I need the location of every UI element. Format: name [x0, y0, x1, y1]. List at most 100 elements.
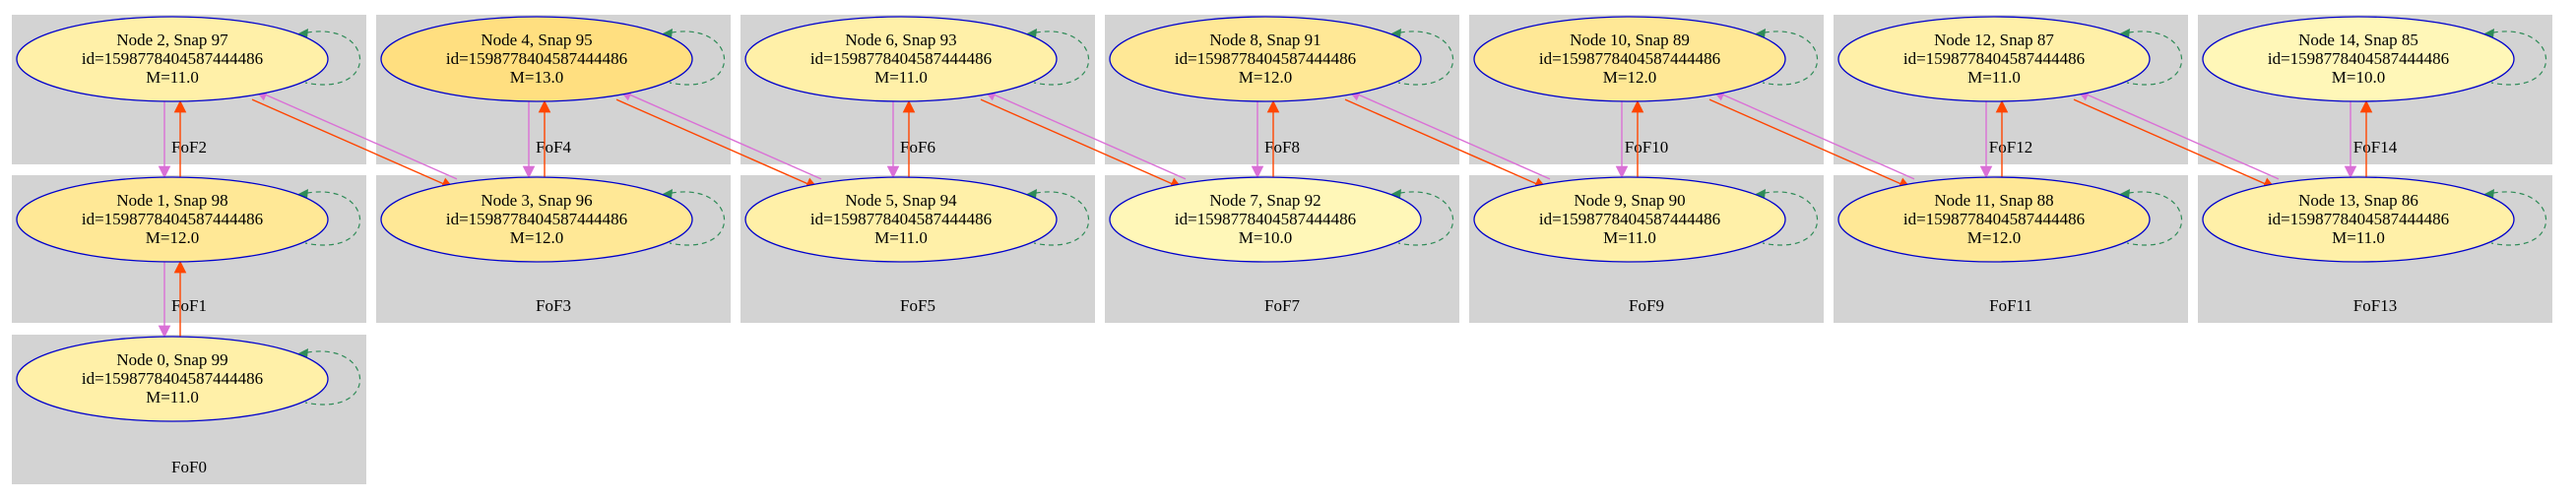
node-label-line1: Node 7, Snap 92 [1209, 191, 1320, 210]
node-label-line2: id=1598778404587444486 [2268, 210, 2449, 228]
node-label-line1: Node 2, Snap 97 [116, 31, 228, 49]
cluster-label: FoF2 [171, 138, 207, 157]
edge-n12-n13 [2073, 98, 2277, 190]
node-2[interactable]: Node 2, Snap 97id=1598778404587444486M=1… [16, 16, 360, 102]
node-6[interactable]: Node 6, Snap 93id=1598778404587444486M=1… [744, 16, 1089, 102]
edge-n8-n9 [1344, 98, 1548, 190]
node-label-line3: M=10.0 [2332, 68, 2385, 87]
node-label-line3: M=11.0 [2332, 228, 2385, 247]
node-ellipse [380, 16, 693, 102]
node-label-line3: M=12.0 [1603, 68, 1656, 87]
self-loop-edge [1026, 31, 1089, 86]
node-label-line1: Node 10, Snap 89 [1570, 31, 1690, 49]
node-label-line3: M=12.0 [1239, 68, 1292, 87]
edge-n2-n3 [251, 98, 455, 190]
self-loop-arrowhead [661, 189, 673, 199]
node-0[interactable]: Node 0, Snap 99id=1598778404587444486M=1… [16, 336, 360, 422]
node-label-line2: id=1598778404587444486 [446, 210, 627, 228]
edge-n7-n6 [983, 89, 1187, 180]
edge-n10-n11 [1708, 98, 1912, 190]
node-4[interactable]: Node 4, Snap 95id=1598778404587444486M=1… [380, 16, 725, 102]
cluster-label: FoF14 [2353, 138, 2398, 157]
self-loop-arrowhead [1025, 189, 1037, 199]
node-12[interactable]: Node 12, Snap 87id=1598778404587444486M=… [1837, 16, 2182, 102]
edge-n11-n10 [1711, 89, 1915, 180]
self-loop-edge [2119, 191, 2182, 246]
node-label-line1: Node 9, Snap 90 [1574, 191, 1685, 210]
self-loop-edge [662, 191, 725, 246]
node-ellipse [16, 336, 329, 422]
node-7[interactable]: Node 7, Snap 92id=1598778404587444486M=1… [1109, 176, 1453, 263]
cluster-label: FoF8 [1264, 138, 1300, 157]
node-3[interactable]: Node 3, Snap 96id=1598778404587444486M=1… [380, 176, 725, 263]
node-label-line1: Node 5, Snap 94 [845, 191, 957, 210]
node-13[interactable]: Node 13, Snap 86id=1598778404587444486M=… [2202, 176, 2546, 263]
self-loop-arrowhead [661, 29, 673, 38]
node-ellipse [1109, 176, 1422, 263]
node-label-line3: M=12.0 [510, 228, 563, 247]
node-label-line2: id=1598778404587444486 [446, 49, 627, 68]
node-8[interactable]: Node 8, Snap 91id=1598778404587444486M=1… [1109, 16, 1453, 102]
edge-n4-n5 [615, 98, 819, 190]
node-9[interactable]: Node 9, Snap 90id=1598778404587444486M=1… [1473, 176, 1818, 263]
node-label-line1: Node 6, Snap 93 [845, 31, 956, 49]
self-loop-edge [1390, 31, 1453, 86]
self-loop-edge [1755, 31, 1818, 86]
node-label-line3: M=11.0 [1603, 228, 1656, 247]
node-label-line3: M=11.0 [1967, 68, 2021, 87]
self-loop-edge [297, 350, 360, 406]
node-label-line1: Node 3, Snap 96 [481, 191, 592, 210]
node-ellipse [16, 176, 329, 263]
self-loop-arrowhead [1389, 189, 1401, 199]
nodes-layer: Node 0, Snap 99id=1598778404587444486M=1… [16, 16, 2546, 422]
node-ellipse [1837, 16, 2151, 102]
cluster-label: FoF12 [1989, 138, 2032, 157]
node-label-line1: Node 14, Snap 85 [2298, 31, 2418, 49]
node-label-line2: id=1598778404587444486 [1539, 210, 1720, 228]
self-loop-edge [1390, 191, 1453, 246]
node-label-line2: id=1598778404587444486 [1175, 210, 1356, 228]
self-loop-arrowhead [1025, 29, 1037, 38]
self-loop-arrowhead [296, 348, 308, 358]
cluster-label: FoF3 [536, 296, 571, 315]
cluster-label: FoF6 [900, 138, 935, 157]
cluster-label: FoF10 [1625, 138, 1668, 157]
cluster-label: FoF1 [171, 296, 207, 315]
cluster-label: FoF5 [900, 296, 935, 315]
self-loop-edge [1755, 191, 1818, 246]
node-ellipse [744, 16, 1058, 102]
node-5[interactable]: Node 5, Snap 94id=1598778404587444486M=1… [744, 176, 1089, 263]
node-11[interactable]: Node 11, Snap 88id=1598778404587444486M=… [1837, 176, 2182, 263]
node-label-line2: id=1598778404587444486 [2268, 49, 2449, 68]
node-1[interactable]: Node 1, Snap 98id=1598778404587444486M=1… [16, 176, 360, 263]
node-label-line1: Node 13, Snap 86 [2298, 191, 2418, 210]
node-label-line2: id=1598778404587444486 [1539, 49, 1720, 68]
cluster-label: FoF13 [2353, 296, 2397, 315]
node-label-line2: id=1598778404587444486 [82, 49, 263, 68]
self-loop-arrowhead [2482, 189, 2494, 199]
self-loop-edge [2483, 191, 2546, 246]
self-loop-arrowhead [296, 29, 308, 38]
node-10[interactable]: Node 10, Snap 89id=1598778404587444486M=… [1473, 16, 1818, 102]
node-label-line2: id=1598778404587444486 [810, 49, 992, 68]
node-label-line3: M=10.0 [1239, 228, 1292, 247]
node-label-line1: Node 12, Snap 87 [1934, 31, 2054, 49]
node-ellipse [2202, 16, 2515, 102]
self-loop-edge [662, 31, 725, 86]
edge-n3-n2 [254, 89, 458, 180]
cluster-label: FoF4 [536, 138, 571, 157]
node-label-line3: M=12.0 [146, 228, 199, 247]
node-14[interactable]: Node 14, Snap 85id=1598778404587444486M=… [2202, 16, 2546, 102]
self-loop-arrowhead [2118, 189, 2130, 199]
self-loop-arrowhead [296, 189, 308, 199]
node-label-line1: Node 4, Snap 95 [481, 31, 592, 49]
self-loop-arrowhead [2118, 29, 2130, 38]
node-label-line1: Node 0, Snap 99 [116, 350, 227, 369]
node-ellipse [1109, 16, 1422, 102]
cluster-label: FoF7 [1264, 296, 1300, 315]
node-label-line1: Node 1, Snap 98 [116, 191, 227, 210]
cluster-label: FoF9 [1629, 296, 1664, 315]
node-label-line3: M=12.0 [1967, 228, 2021, 247]
node-ellipse [380, 176, 693, 263]
